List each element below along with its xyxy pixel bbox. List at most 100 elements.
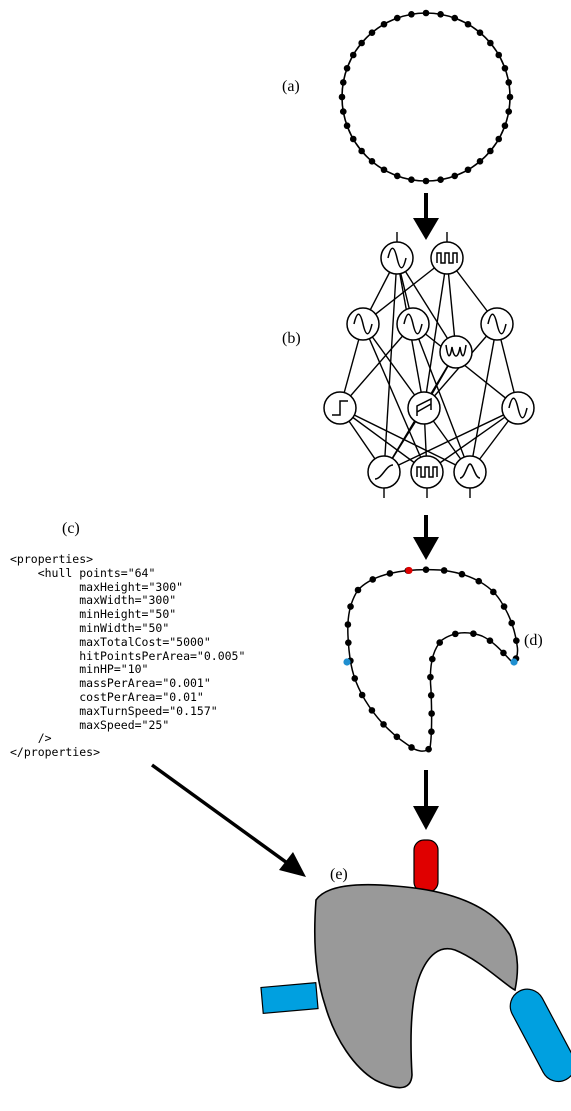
network-node [480, 307, 514, 341]
xml-line: /> [10, 731, 52, 746]
network-edge [339, 323, 414, 409]
network-edge [339, 407, 471, 473]
sine-icon [387, 247, 407, 269]
network-edge [469, 323, 498, 473]
network-node [407, 391, 441, 425]
circle-point [368, 29, 376, 36]
arrow-a-to-b [413, 193, 439, 240]
circle-point [368, 158, 376, 165]
network-node [396, 307, 430, 341]
circle-point [487, 39, 494, 47]
circle-point [358, 39, 365, 47]
circle-point [349, 135, 357, 143]
circle-point [505, 108, 513, 115]
xml-line: maxTotalCost="5000" [10, 634, 211, 649]
label-b: (b) [282, 330, 301, 347]
circle-point [487, 147, 494, 155]
outline-point [344, 621, 352, 628]
xml-line: minHeight="50" [10, 607, 177, 622]
outline-point [470, 630, 477, 637]
sine-icon [353, 313, 373, 335]
circle-point [393, 14, 401, 22]
outline-point [427, 692, 435, 699]
xml-line: massPerArea="0.001" [10, 676, 211, 691]
outline-point [386, 570, 394, 577]
xml-line: <properties> [10, 552, 94, 566]
network-node [501, 391, 535, 425]
xml-line: costPerArea="0.01" [10, 689, 204, 704]
label-d: (d) [524, 632, 543, 649]
circle-point [358, 147, 365, 155]
outline-point [436, 639, 444, 646]
xml-line: maxTurnSpeed="0.157" [10, 703, 218, 718]
xml-line: minHP="10" [10, 662, 149, 677]
circle-point [339, 79, 347, 86]
network-edge [396, 257, 457, 353]
gaussian-icon [459, 463, 481, 479]
xml-line: maxWidth="300" [10, 593, 177, 608]
network-edge [362, 257, 448, 325]
outline-point [458, 570, 466, 578]
network-io-stubs [383, 232, 471, 498]
outline-point [513, 637, 520, 644]
thruster-left [260, 982, 319, 1015]
sine-icon [508, 397, 528, 419]
xml-line: </properties> [10, 745, 101, 760]
abs-wave-icon [445, 344, 467, 357]
thruster-attach-point [510, 658, 518, 666]
xml-line: minWidth="50" [10, 620, 170, 635]
network-edge [383, 407, 519, 473]
outline-point [422, 566, 430, 573]
xml-line: maxSpeed="25" [10, 717, 170, 732]
hull-body [313, 883, 519, 1089]
outline-point [452, 630, 459, 638]
outline-point [440, 567, 448, 574]
circle-point [495, 135, 503, 143]
outline-point [427, 673, 434, 681]
circle-point [380, 166, 388, 174]
sigmoid-icon [374, 464, 394, 480]
outline-point [380, 721, 387, 728]
network-node [367, 455, 401, 489]
outline-point [408, 744, 415, 751]
circle-point [408, 176, 415, 184]
evolved-outline [343, 566, 520, 753]
outline-point [354, 586, 362, 594]
outline-point [486, 637, 494, 645]
cppn-network [323, 232, 535, 498]
circle-point [451, 172, 459, 180]
outline-point [475, 577, 483, 585]
network-edges [339, 257, 519, 473]
circle-point [343, 122, 351, 130]
network-node [430, 241, 464, 275]
sine-icon [487, 313, 507, 335]
outline-point [351, 675, 359, 682]
sine-icon [403, 313, 423, 335]
circle-point [422, 9, 430, 17]
network-edge [423, 257, 448, 409]
circle-point [393, 172, 401, 180]
circle-points [338, 9, 514, 185]
weapon-attach-point [405, 566, 413, 575]
outline-point [347, 603, 354, 610]
circle-point [349, 51, 357, 59]
circle-point [408, 10, 415, 18]
network-node [323, 391, 357, 425]
circle-point [437, 176, 444, 184]
outline-point [500, 649, 507, 657]
circle-point [501, 122, 509, 130]
label-e: (e) [330, 866, 348, 883]
circle-point [343, 64, 351, 72]
circle-point [338, 93, 346, 101]
xml-line: <hull points="64" [10, 565, 156, 580]
input-circle [338, 9, 514, 185]
network-edge [412, 323, 519, 409]
network-edge [412, 323, 471, 473]
network-edge [426, 407, 519, 473]
circle-point [380, 20, 388, 28]
network-edge [362, 323, 425, 409]
label-c: (c) [62, 520, 80, 537]
xml-line: hitPointsPerArea="0.005" [10, 648, 246, 663]
circle-point [464, 20, 472, 28]
